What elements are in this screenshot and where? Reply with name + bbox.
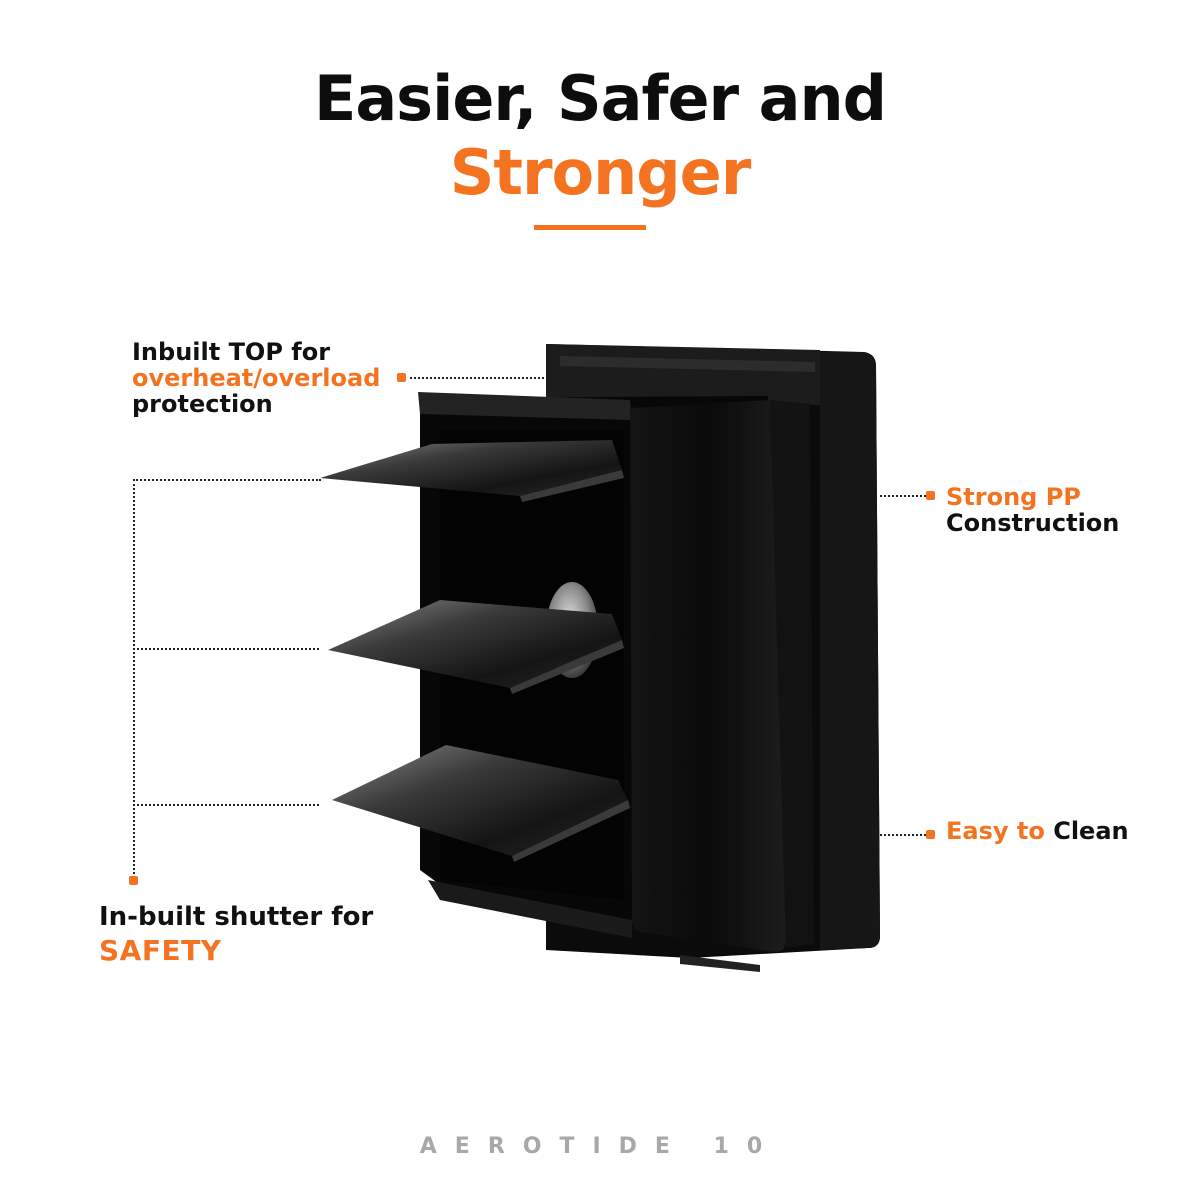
shutter-connector-line-2 [133,648,319,650]
callout-top-line-1: Inbuilt TOP for [132,338,331,366]
shutter-connector-line-1 [133,479,321,481]
callout-top-protection: Inbuilt TOP for overheat/overload protec… [132,339,380,417]
exhaust-fan-product-image [320,344,880,972]
callout-pp-line-2: Construction [946,509,1120,537]
footer-brand-name: AEROTIDE 10 [419,1134,781,1159]
callout-top-connector-line [410,377,544,379]
callout-clean-rest: Clean [1053,817,1129,845]
callout-top-line-2: overheat/overload [132,364,381,392]
callout-shutter-line-1: In-built shutter for [99,902,374,932]
callout-pp-construction: Strong PP Construction [946,484,1119,536]
callout-clean-connector-line [880,834,926,836]
callout-clean-highlight: Easy to [946,817,1045,845]
callout-top-dot-marker [397,373,406,382]
shutter-connector-vertical-line [133,479,135,874]
callout-clean-dot-marker [926,830,935,839]
headline-line-1: Easier, Safer and [313,62,887,135]
callout-shutter-line-2: SAFETY [99,934,222,967]
shutter-connector-line-3 [133,804,319,806]
callout-top-line-3: protection [132,390,273,418]
callout-pp-dot-marker [926,491,935,500]
callout-pp-connector-line [880,495,926,497]
callout-pp-line-1: Strong PP [946,483,1081,511]
callout-shutter-safety: In-built shutter for SAFETY [99,900,373,968]
headline: Easier, Safer and Stronger [0,62,1200,210]
callout-easy-clean: Easy to Clean [946,818,1129,844]
headline-underline-divider [534,225,646,230]
headline-line-2-accent: Stronger [449,136,752,209]
callout-shutter-dot-marker [129,876,138,885]
